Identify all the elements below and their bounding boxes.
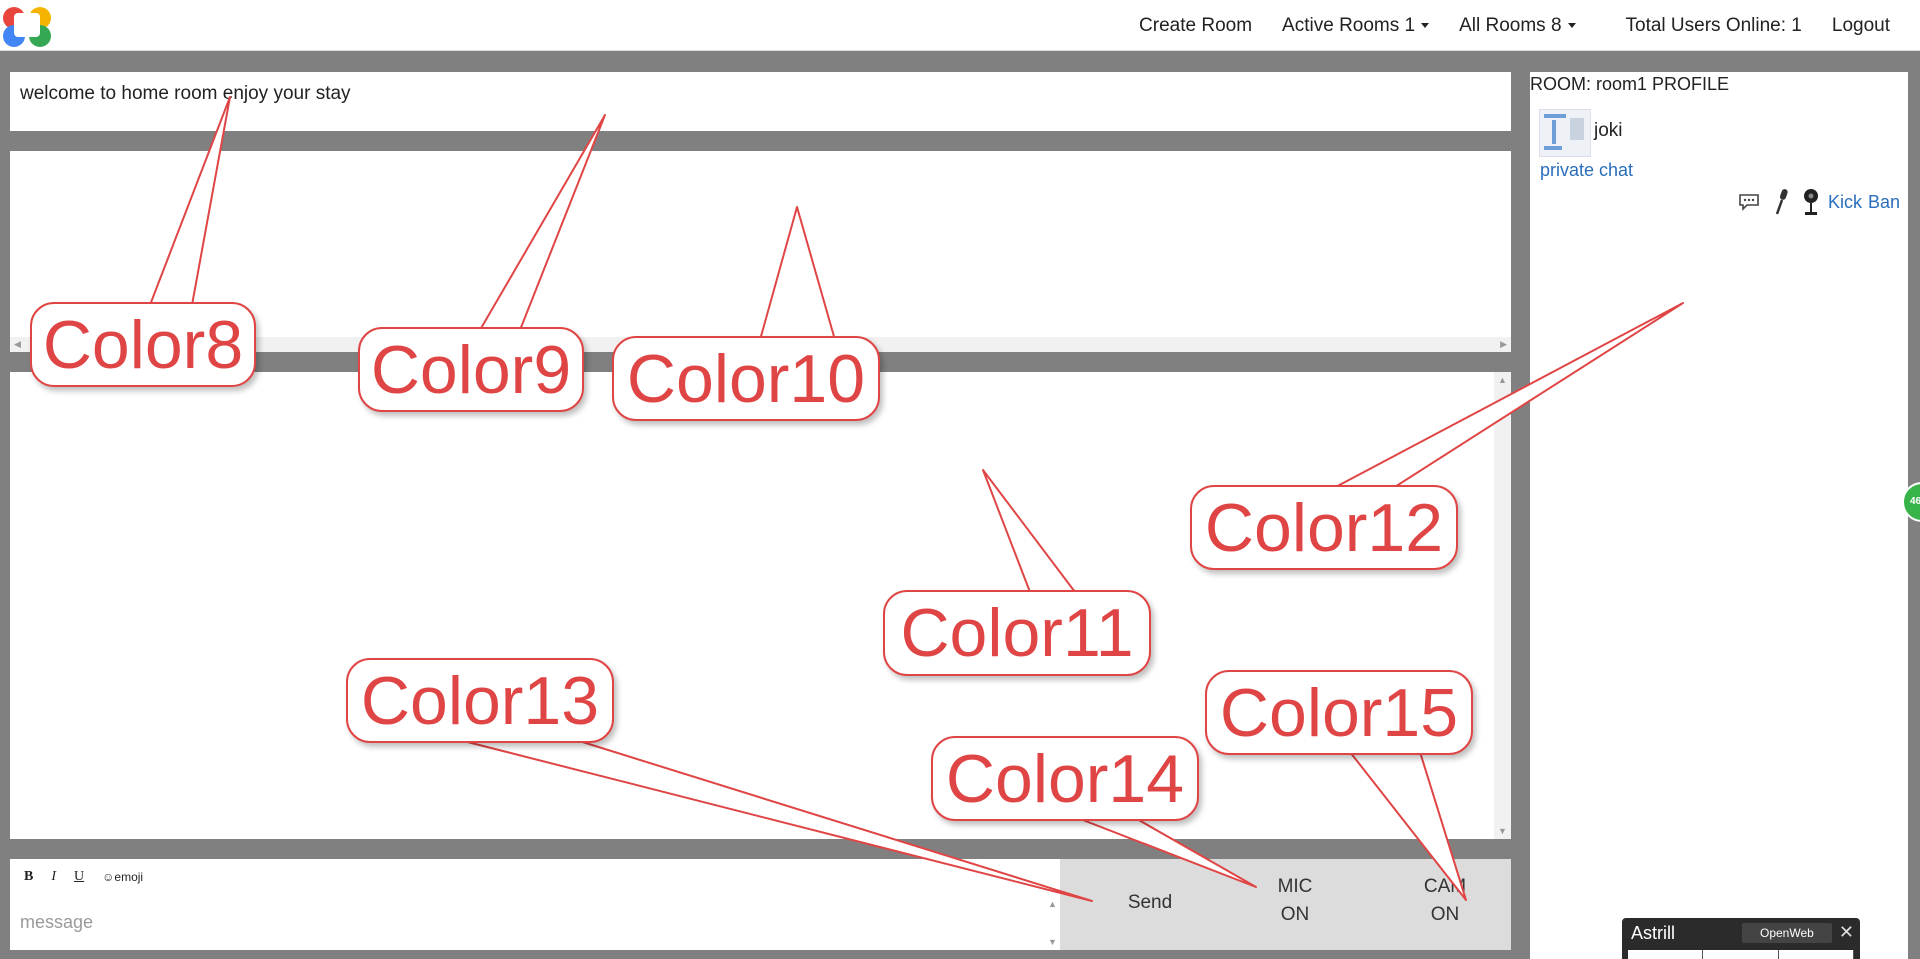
chat-bubble-icon[interactable] [1738,193,1760,211]
emoji-button[interactable]: ☺emoji [102,870,144,884]
message-input-area: B I U ☺emoji ▲ ▼ [10,859,1060,950]
scroll-down-icon[interactable]: ▼ [1498,826,1507,836]
caret-down-icon [1567,22,1576,28]
user-actions: Kick Ban [1726,188,1900,216]
callout-color15: Color15 [1205,670,1473,755]
underline-button[interactable]: U [74,869,85,884]
welcome-message-panel: welcome to home room enjoy your stay [10,72,1511,131]
callout-color13: Color13 [346,658,614,743]
astrill-vpn-widget: Astrill OpenWeb ✕ [1622,918,1860,959]
scroll-up-icon[interactable]: ▲ [1048,899,1057,909]
mic-toggle-button[interactable]: MIC ON [1260,873,1330,929]
room-profile-sidebar: ROOM: room1 PROFILE joki private chat Ki… [1530,72,1908,959]
kick-link[interactable]: Kick [1827,191,1862,212]
close-icon[interactable]: ✕ [1838,922,1854,942]
mic-state: ON [1280,904,1310,925]
create-room-link[interactable]: Create Room [1139,14,1253,36]
vertical-scrollbar[interactable]: ▲ ▼ [1494,372,1511,839]
user-avatar[interactable] [1539,109,1591,157]
ban-link[interactable]: Ban [1867,191,1900,212]
mic-label: MIC [1277,876,1313,897]
astrill-strip [1628,950,1854,959]
total-users-online: Total Users Online: 1 [1625,14,1802,36]
scroll-right-icon[interactable]: ▶ [1500,339,1507,349]
scroll-down-icon[interactable]: ▼ [1048,937,1057,947]
room-title: ROOM: room1 PROFILE [1530,74,1730,94]
callout-color8: Color8 [30,302,256,387]
callout-color12: Color12 [1190,485,1458,570]
callout-color11: Color11 [883,590,1151,676]
top-navbar: Create Room Active Rooms 1 All Rooms 8 T… [0,0,1920,51]
action-buttons-area: Send MIC ON CAM ON [1060,859,1511,950]
message-input[interactable] [20,907,1040,937]
cam-label: CAM [1423,876,1467,897]
italic-button[interactable]: I [51,869,57,884]
microphone-icon[interactable] [1772,188,1790,216]
webcam-icon[interactable] [1802,188,1820,216]
callout-color9: Color9 [358,327,584,412]
app-logo-icon[interactable] [0,0,56,51]
welcome-message: welcome to home room enjoy your stay [20,83,351,104]
private-chat-link[interactable]: private chat [1540,160,1634,180]
active-rooms-label: Active Rooms 1 [1282,14,1416,36]
callout-color10: Color10 [612,336,880,421]
all-rooms-label: All Rooms 8 [1459,14,1562,36]
username: joki [1594,120,1623,141]
format-toolbar: B I U ☺emoji [24,869,161,885]
astrill-mode-select[interactable]: OpenWeb [1742,923,1832,943]
scroll-up-icon[interactable]: ▲ [1498,375,1507,385]
cam-toggle-button[interactable]: CAM ON [1410,873,1480,929]
logout-link[interactable]: Logout [1831,14,1890,36]
send-button[interactable]: Send [1127,892,1173,913]
chat-messages-area: ▲ ▼ [10,372,1511,839]
input-scrollbar[interactable]: ▲ ▼ [1044,859,1060,950]
scroll-left-icon[interactable]: ◀ [14,339,21,349]
bold-button[interactable]: B [24,869,34,884]
callout-color14: Color14 [931,736,1199,821]
active-rooms-dropdown[interactable]: Active Rooms 1 [1282,14,1430,37]
caret-down-icon [1421,22,1430,28]
astrill-name: Astrill [1631,923,1675,943]
cam-state: ON [1430,904,1460,925]
all-rooms-dropdown[interactable]: All Rooms 8 [1459,14,1576,37]
